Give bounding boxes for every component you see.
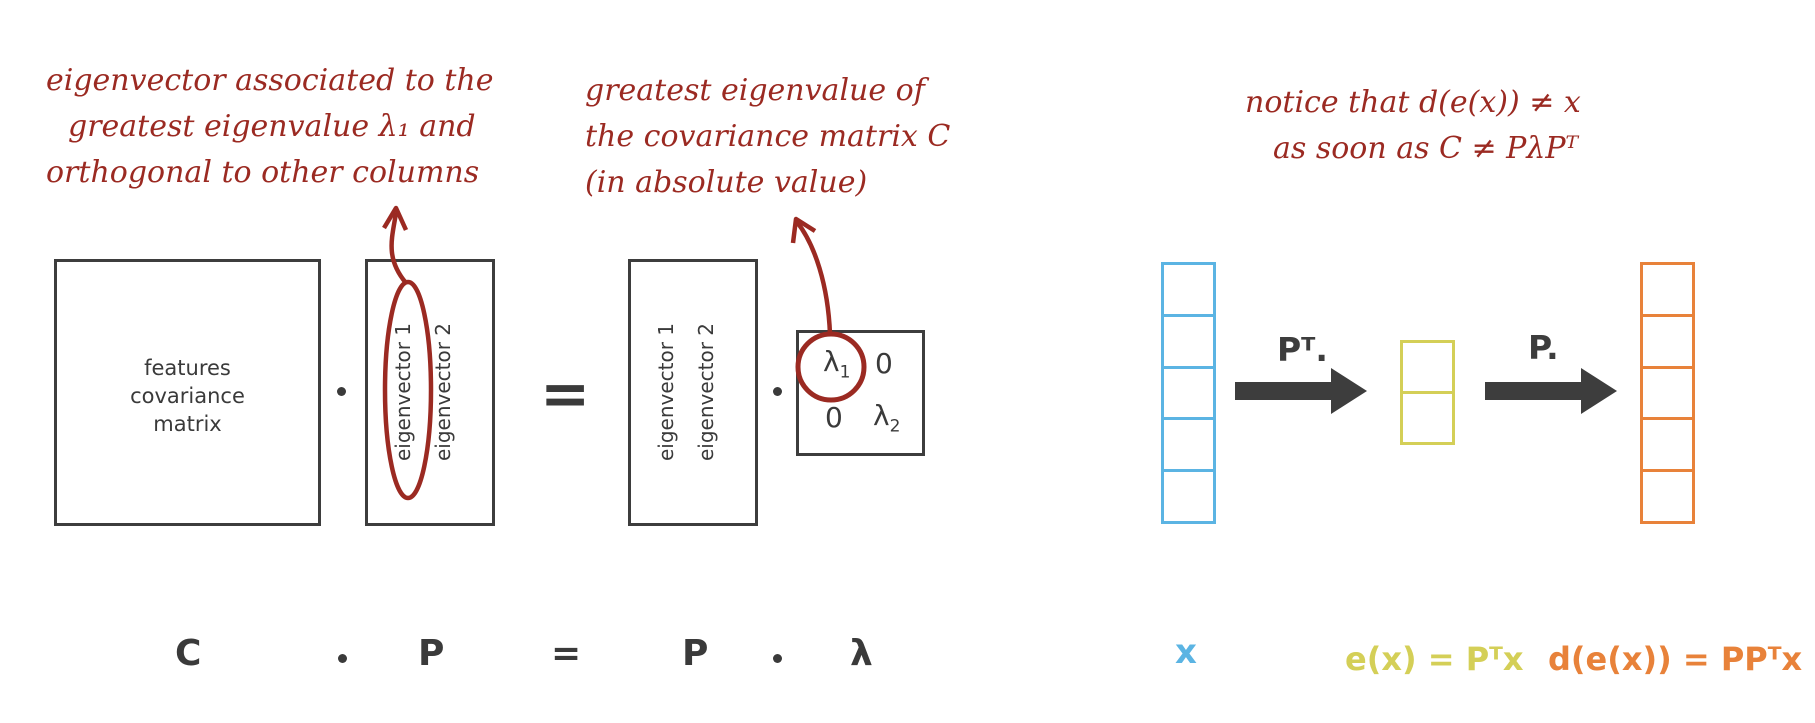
note-line: greatest eigenvalue λ₁ and	[68, 109, 476, 144]
arrow2-label: P.	[1528, 328, 1559, 367]
note-line: orthogonal to other columns	[46, 155, 480, 190]
vector-cell	[1161, 365, 1216, 421]
vector-cell	[1640, 417, 1695, 473]
arrow-right-icon	[1485, 368, 1617, 414]
arrowhead-eigenvector	[382, 205, 409, 231]
eigenvector-matrix-p-right: eigenvector 1 eigenvector 2	[628, 259, 758, 526]
equation-lambda: λ	[850, 633, 873, 674]
arrow-right-icon	[1235, 368, 1367, 414]
vector-cell	[1161, 262, 1216, 317]
note-line: (in absolute value)	[585, 165, 868, 200]
vector-cell	[1161, 469, 1216, 524]
note-notice: notice that d(e(x)) ≠ x as soon as C ≠ P…	[1245, 80, 1581, 172]
equation-equals: =	[551, 633, 582, 674]
equation-P: P	[418, 633, 445, 674]
zero-bottom-left: 0	[825, 401, 843, 434]
equation-C: C	[175, 633, 202, 674]
equation-P: P	[682, 633, 709, 674]
decoded-vector-d	[1640, 262, 1695, 524]
note-line: eigenvector associated to the	[46, 63, 494, 98]
zero-top-right: 0	[875, 347, 893, 380]
label-decoded: d(e(x)) = PPᵀx	[1548, 640, 1803, 678]
label-x: x	[1175, 632, 1197, 672]
input-vector-x	[1161, 262, 1216, 524]
equation-dot	[338, 654, 347, 663]
covariance-line: features	[144, 356, 231, 380]
vector-cell	[1161, 417, 1216, 473]
vector-cell	[1161, 313, 1216, 369]
vector-cell	[1640, 262, 1695, 317]
covariance-line: covariance	[130, 384, 245, 408]
arrowhead-eigenvalue	[790, 216, 817, 244]
covariance-line: matrix	[153, 412, 222, 436]
vector-cell	[1640, 469, 1695, 524]
arrow-to-eigenvalue-note	[795, 220, 833, 335]
note-line: greatest eigenvalue of	[585, 73, 925, 108]
lambda-2: λ2	[873, 399, 901, 437]
vector-cell	[1400, 391, 1455, 445]
note-line: notice that d(e(x)) ≠ x	[1245, 85, 1581, 120]
label-encoded: e(x) = Pᵀx	[1345, 640, 1524, 678]
equation-dot	[773, 654, 782, 663]
vector-cell	[1640, 313, 1695, 369]
note-line: as soon as C ≠ PλPᵀ	[1273, 131, 1579, 166]
dot-operator	[337, 387, 346, 396]
vector-cell	[1640, 365, 1695, 421]
covariance-matrix-label: features covariance matrix	[57, 354, 318, 438]
note-eigenvector: eigenvector associated to the greatest e…	[46, 58, 493, 196]
equals-sign: =	[540, 359, 591, 429]
encoded-vector-e	[1400, 340, 1455, 445]
note-line: the covariance matrix C	[585, 119, 951, 154]
dot-operator	[773, 387, 782, 396]
vector-cell	[1400, 340, 1455, 394]
arrow1-label: Pᵀ.	[1277, 330, 1328, 369]
lambda-1-highlight-circle	[795, 331, 867, 403]
covariance-matrix-box: features covariance matrix	[54, 259, 321, 526]
lambda-1: λ1	[823, 345, 851, 383]
eigenvector-1-highlight-ellipse	[382, 279, 434, 501]
note-eigenvalue: greatest eigenvalue of the covariance ma…	[585, 68, 950, 206]
arrow-to-eigenvector-note	[389, 212, 408, 285]
